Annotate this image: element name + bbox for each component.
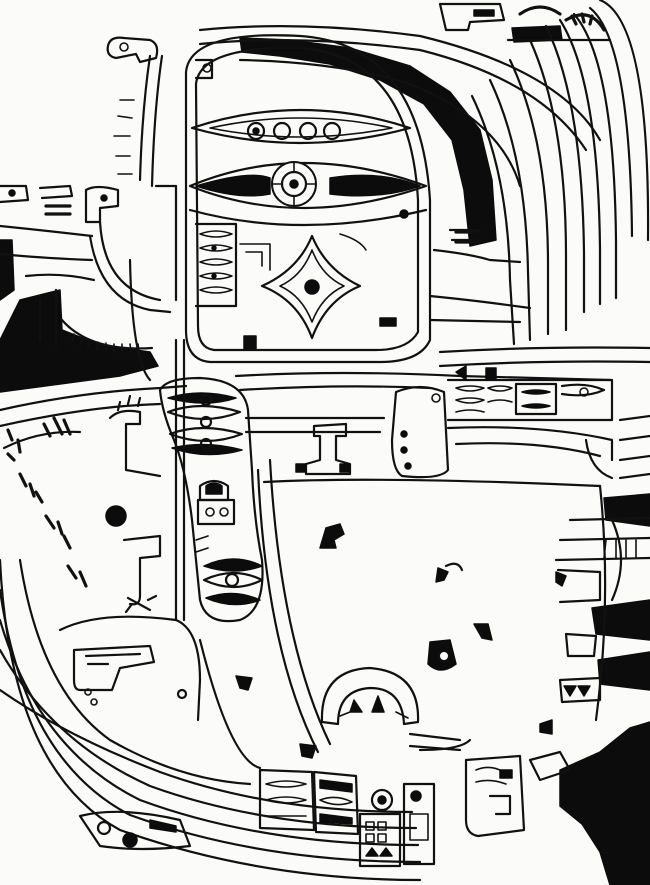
t-figure [295, 422, 352, 476]
central-face-block [184, 34, 432, 364]
right-eye-panel [390, 365, 614, 479]
bottom-box-cluster [258, 768, 436, 868]
flower-motif-icon [304, 279, 320, 295]
bottom-right-face [464, 676, 602, 838]
half-dome-gear [320, 666, 462, 752]
left-hammer-forms [0, 184, 154, 353]
bottom-left-mask [58, 615, 202, 851]
outer-concentric-frame [0, 558, 422, 882]
flower-motif [239, 233, 367, 340]
left-lower-panel [6, 394, 162, 614]
solid-ink-areas [0, 25, 650, 885]
right-concentric-frame [198, 0, 650, 346]
right-stepped-shapes [554, 414, 650, 658]
central-eye-column [158, 338, 264, 623]
gear-motif-icon [320, 666, 420, 726]
ladder-segments [194, 209, 409, 351]
top-right-ornaments [438, 2, 612, 42]
connecting-lines [88, 184, 623, 770]
arch-motif-icon [198, 479, 230, 502]
open-region-figures [235, 478, 607, 759]
top-left-small-head [106, 36, 214, 188]
